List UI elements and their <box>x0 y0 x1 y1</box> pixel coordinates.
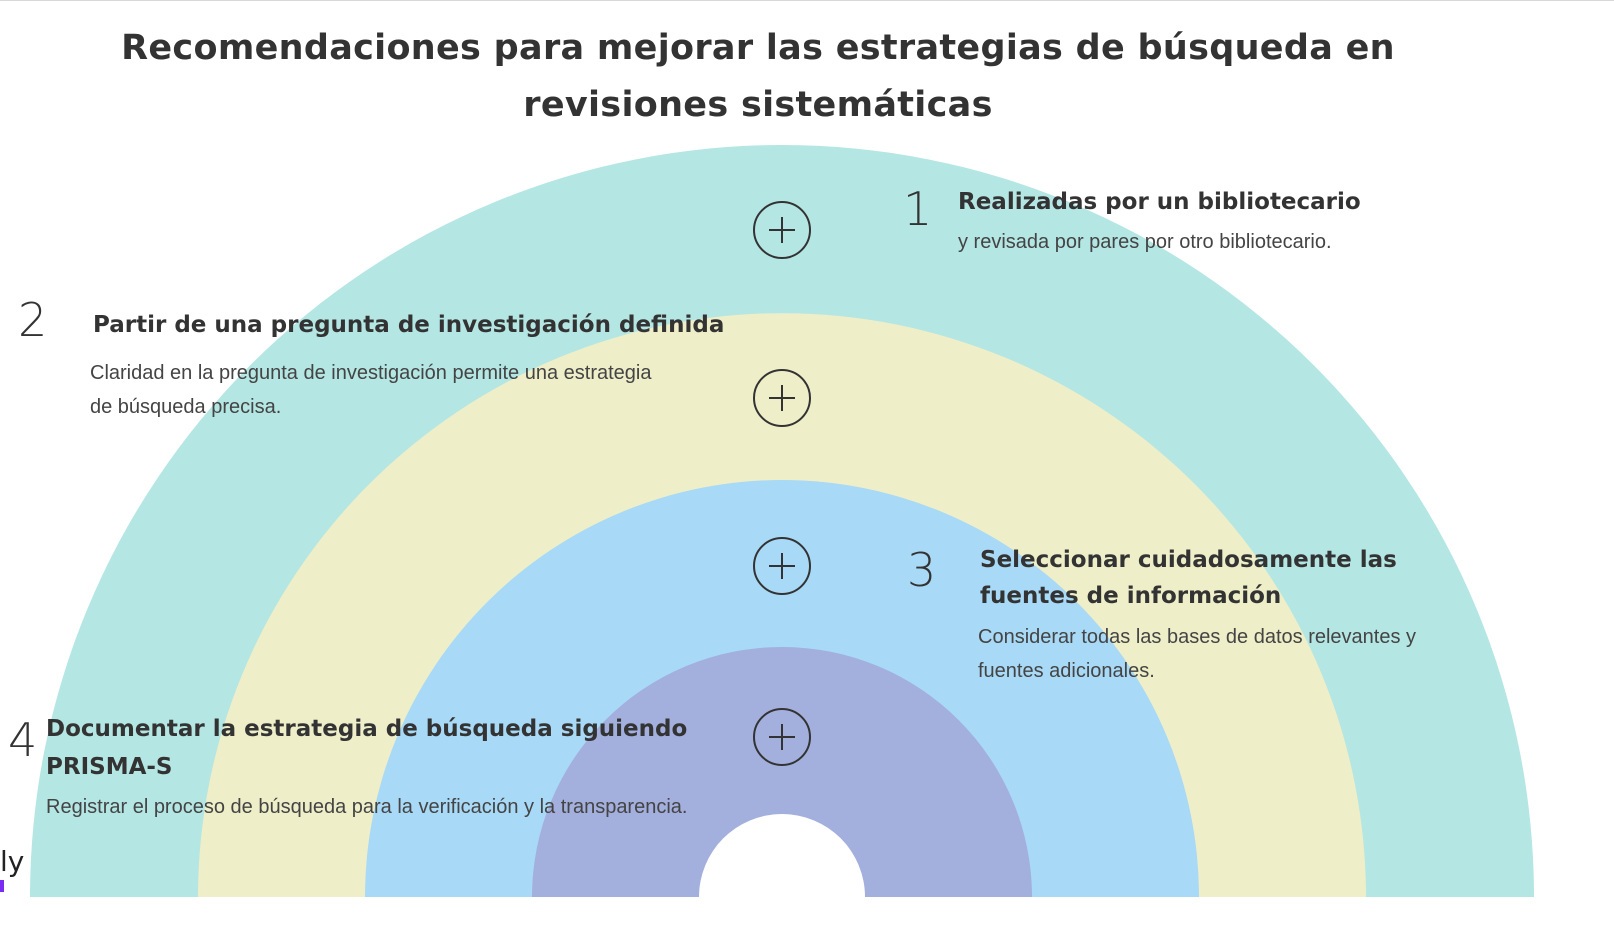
item-3-title-line2: fuentes de información <box>980 583 1282 609</box>
page-title-line2: revisiones sistemáticas <box>523 85 993 125</box>
item-1-number: 1 <box>903 182 933 236</box>
plus-circle-icon[interactable] <box>753 708 811 766</box>
plus-circle-icon[interactable] <box>753 537 811 595</box>
item-2-description-line2: de búsqueda precisa. <box>90 396 282 418</box>
logo-mark <box>0 880 4 892</box>
ring-center <box>699 814 865 897</box>
item-2-description-line1: Claridad en la pregunta de investigación… <box>90 362 652 384</box>
plus-circle-icon[interactable] <box>753 369 811 427</box>
item-3-title-line1: Seleccionar cuidadosamente las <box>980 547 1397 573</box>
page-title-line1: Recomendaciones para mejorar las estrate… <box>121 28 1395 68</box>
logo-text: ly <box>0 845 25 878</box>
plus-circle-icon[interactable] <box>753 201 811 259</box>
item-1-title: Realizadas por un bibliotecario <box>958 189 1361 215</box>
item-3-description-line2: fuentes adicionales. <box>978 660 1155 682</box>
item-4-number: 4 <box>8 713 38 767</box>
item-4-title-line2: PRISMA-S <box>46 754 173 780</box>
item-3-description-line1: Considerar todas las bases de datos rele… <box>978 626 1417 648</box>
item-1-description: y revisada por pares por otro biblioteca… <box>958 231 1332 253</box>
item-4-title-line1: Documentar la estrategia de búsqueda sig… <box>46 716 688 742</box>
item-4-description: Registrar el proceso de búsqueda para la… <box>46 796 688 818</box>
item-2-number: 2 <box>18 293 48 347</box>
ring-4 <box>532 647 1032 897</box>
item-3-number: 3 <box>907 543 937 597</box>
top-border <box>0 0 1614 1</box>
item-2-title: Partir de una pregunta de investigación … <box>93 312 725 338</box>
